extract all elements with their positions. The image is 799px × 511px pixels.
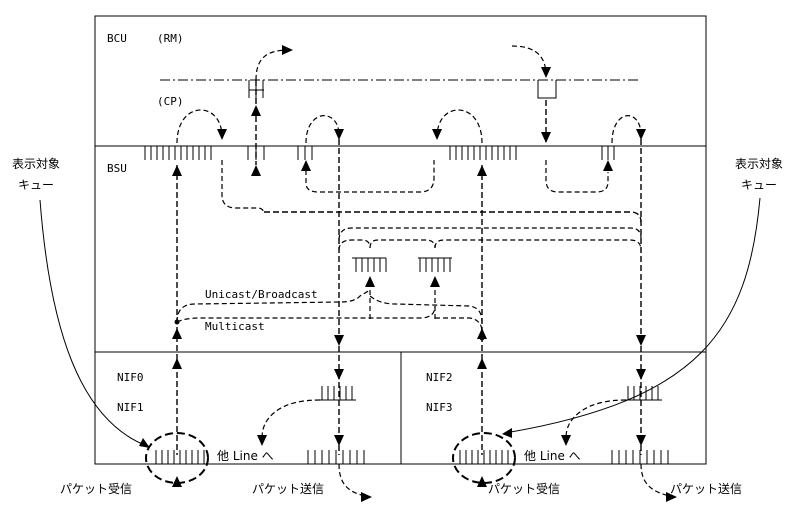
callout-pointer-left xyxy=(39,199,148,447)
callout-left-line1: 表示対象 xyxy=(12,157,60,171)
bsu-mid-queue-right xyxy=(418,257,452,272)
multicast-junction-right xyxy=(479,335,485,341)
callout-right-line2: キュー xyxy=(741,178,777,192)
nif1-label: NIF1 xyxy=(117,401,144,414)
bsu-mid-queue-left xyxy=(352,257,387,272)
callout-pointer-right xyxy=(504,197,761,434)
port-recv-left xyxy=(150,450,210,465)
other-line-label-right: 他 Line へ xyxy=(524,449,581,463)
bsu-queue-4 xyxy=(449,146,517,160)
bcu-queue-right xyxy=(537,80,557,99)
nif2-label: NIF2 xyxy=(426,371,453,384)
bcu-rm-label: (RM) xyxy=(157,32,184,45)
flow-arcs xyxy=(176,45,671,497)
bsu-label: BSU xyxy=(107,162,127,175)
bsu-queue-left xyxy=(144,145,212,160)
packet-send-left: パケット送信 xyxy=(252,481,324,496)
nif0-label: NIF0 xyxy=(117,371,144,384)
packet-receive-left: パケット受信 xyxy=(60,482,132,496)
arrowheads xyxy=(172,45,677,502)
port-recv-right xyxy=(455,450,515,465)
unicast-broadcast-label: Unicast/Broadcast xyxy=(205,288,318,301)
callout-arrowhead-right xyxy=(502,428,512,438)
bsu-queue-5 xyxy=(601,146,615,160)
callout-arrowhead-left xyxy=(139,438,150,448)
multicast-label: Multicast xyxy=(205,320,265,333)
bcu-cp-label: (CP) xyxy=(157,95,184,108)
other-line-label-left: 他 Line へ xyxy=(217,449,274,463)
multicast-junction-left xyxy=(174,319,180,325)
port-send-right xyxy=(610,450,675,465)
packet-receive-right: パケット受信 xyxy=(488,482,560,496)
nif-left-out-queue xyxy=(320,386,356,401)
bsu-queue-3 xyxy=(297,146,313,160)
flow-lines xyxy=(176,80,642,455)
port-send-left xyxy=(305,450,370,465)
callout-left-line2: キュー xyxy=(18,178,54,192)
packet-send-right: パケット送信 xyxy=(670,481,742,496)
callout-right-line1: 表示対象 xyxy=(735,157,783,171)
bcu-label: BCU xyxy=(107,32,127,45)
nif-right-out-queue xyxy=(626,386,662,401)
nif3-label: NIF3 xyxy=(426,401,453,414)
